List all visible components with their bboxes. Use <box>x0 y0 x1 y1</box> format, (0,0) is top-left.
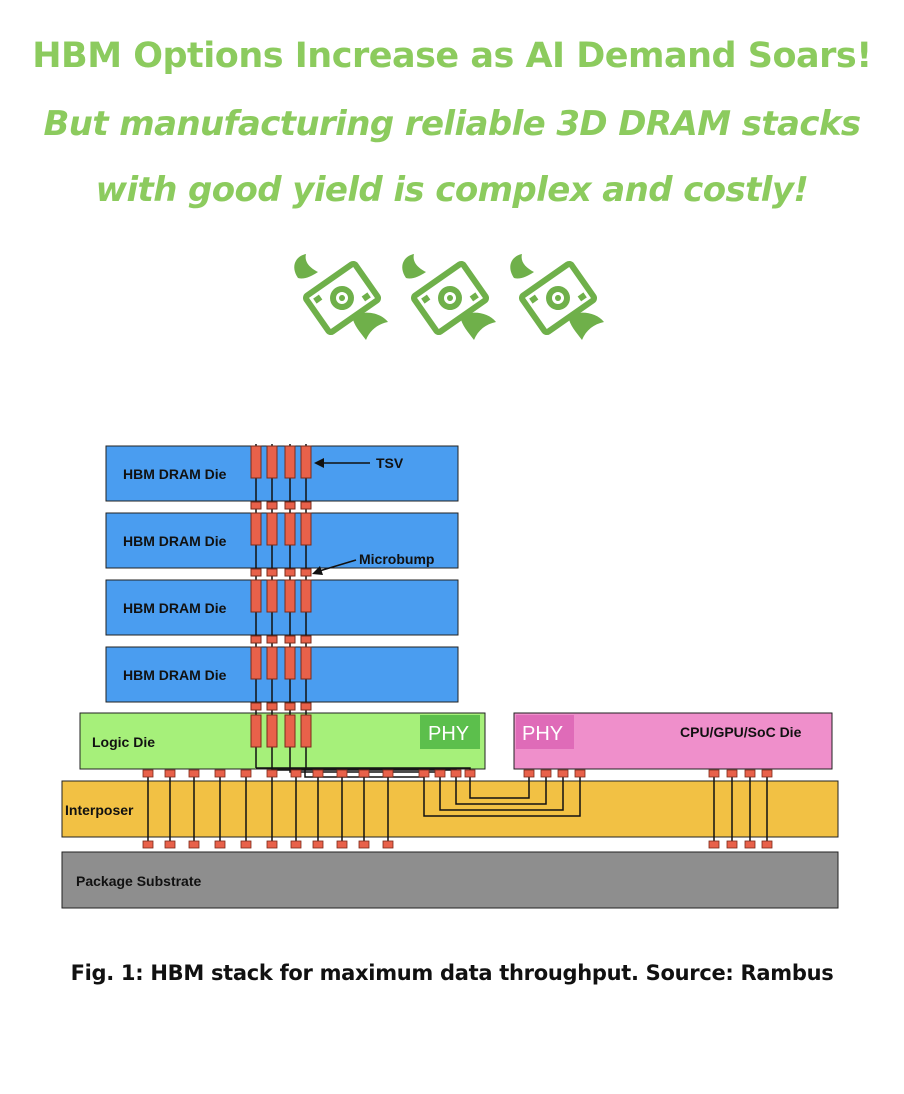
package-substrate-label: Package Substrate <box>76 873 201 889</box>
headline-line-1: HBM Options Increase as AI Demand Soars! <box>32 36 872 76</box>
interposer-label: Interposer <box>65 802 134 818</box>
flying-money-icons <box>290 248 620 348</box>
package-substrate <box>61 851 839 909</box>
dram-die-label: HBM DRAM Die <box>123 667 227 683</box>
flying-money-icon <box>402 254 496 340</box>
flying-money-icon <box>294 254 388 340</box>
dram-die-label: HBM DRAM Die <box>123 466 227 482</box>
logic-die-label: Logic Die <box>92 734 155 750</box>
hbm-stack-diagram: HBM DRAM Die HBM DRAM Die HBM DRAM Die H… <box>61 444 839 909</box>
tsv-label: TSV <box>376 455 404 471</box>
dram-die-2 <box>105 512 459 569</box>
dram-die-3 <box>105 579 459 636</box>
microbump-arrowhead <box>312 566 323 575</box>
headline-line-3: with good yield is complex and costly! <box>95 170 809 210</box>
soc-phy-label: PHY <box>522 723 563 745</box>
soc-phy <box>516 715 574 749</box>
figure-caption: Fig. 1: HBM stack for maximum data throu… <box>70 961 834 985</box>
tsv-arrowhead <box>314 458 324 468</box>
flying-money-icon <box>510 254 604 340</box>
dram-die-label: HBM DRAM Die <box>123 533 227 549</box>
logic-die <box>79 712 486 770</box>
microbump-label: Microbump <box>359 551 434 567</box>
dram-die-1 <box>105 445 459 502</box>
microbump-arrow <box>315 559 357 573</box>
logic-phy-label: PHY <box>428 723 469 745</box>
dram-die-label: HBM DRAM Die <box>123 600 227 616</box>
dram-die-4 <box>105 646 459 703</box>
interposer <box>61 780 839 838</box>
headline-line-2: But manufacturing reliable 3D DRAM stack… <box>43 104 861 144</box>
soc-die-label: CPU/GPU/SoC Die <box>680 724 802 740</box>
logic-phy <box>420 715 480 749</box>
